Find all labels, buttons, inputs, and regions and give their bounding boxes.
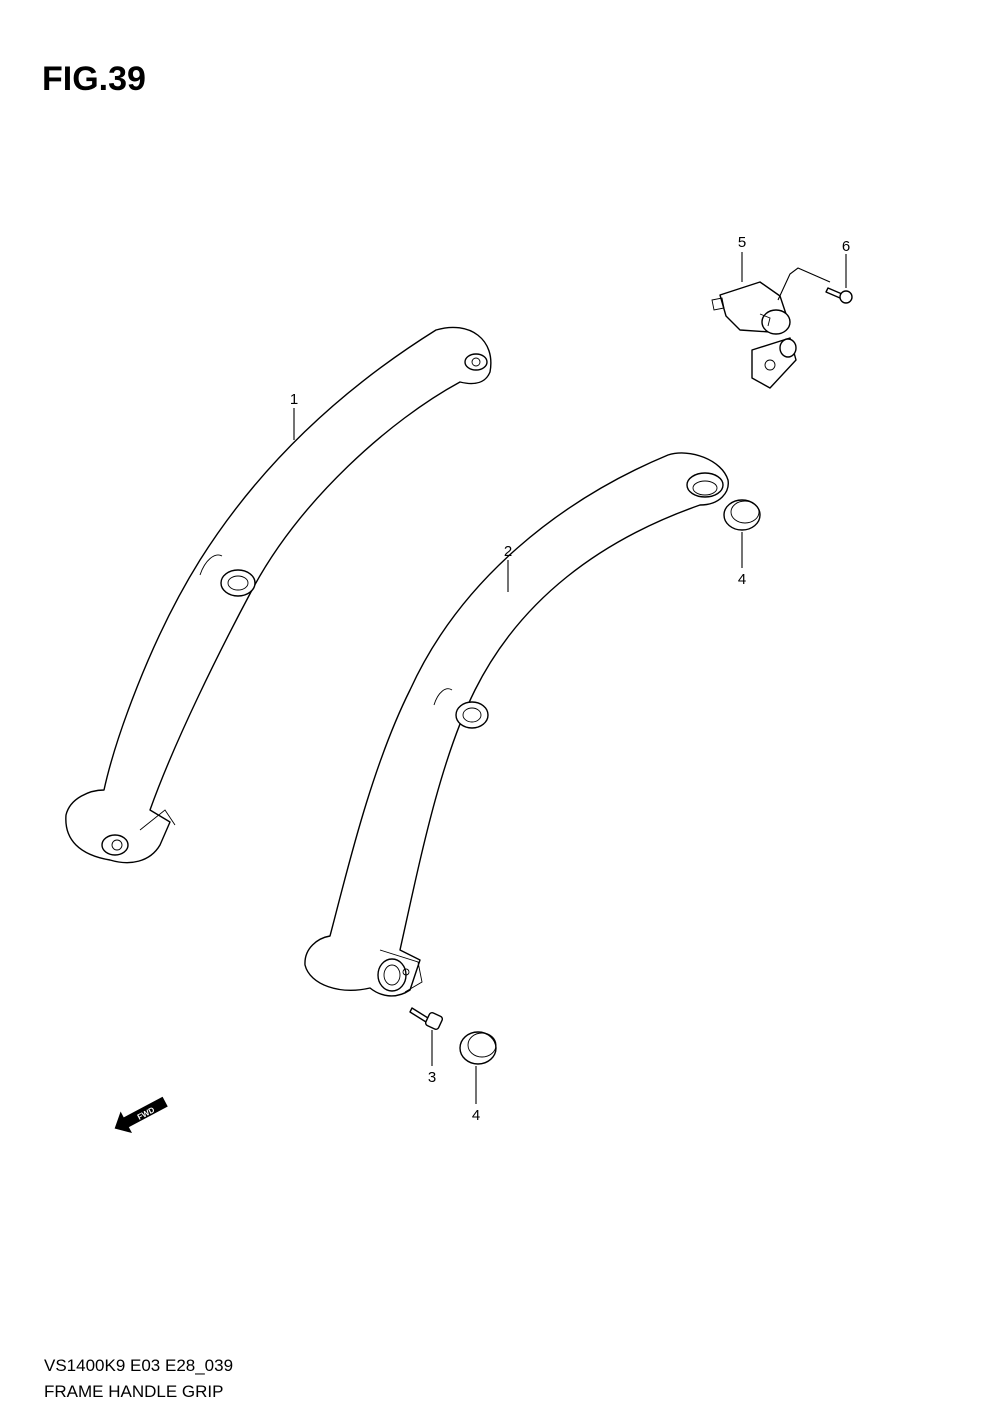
helmet-lock-part-5 [711,281,797,389]
cap-part-4-lower [459,1031,497,1065]
handle-grip-part-2 [304,452,729,997]
callout-6: 6 [842,238,850,255]
cap-part-4-upper [723,499,761,531]
screw-part-6 [825,287,853,304]
callout-1: 1 [290,391,298,408]
handle-grip-part-1 [65,326,492,864]
callout-5: 5 [738,234,746,251]
callout-4-lower: 4 [472,1107,480,1124]
fwd-arrow-icon: FWD [114,1096,168,1133]
callout-3: 3 [428,1069,436,1086]
callout-2: 2 [504,543,512,560]
bolt-part-3 [409,1007,444,1031]
leader-lines [293,252,847,1104]
figure-name: FRAME HANDLE GRIP [44,1382,224,1401]
figure-code: VS1400K9 E03 E28_039 [44,1356,234,1375]
callout-4-upper: 4 [738,571,746,588]
figure-title: FIG.39 [42,60,146,98]
